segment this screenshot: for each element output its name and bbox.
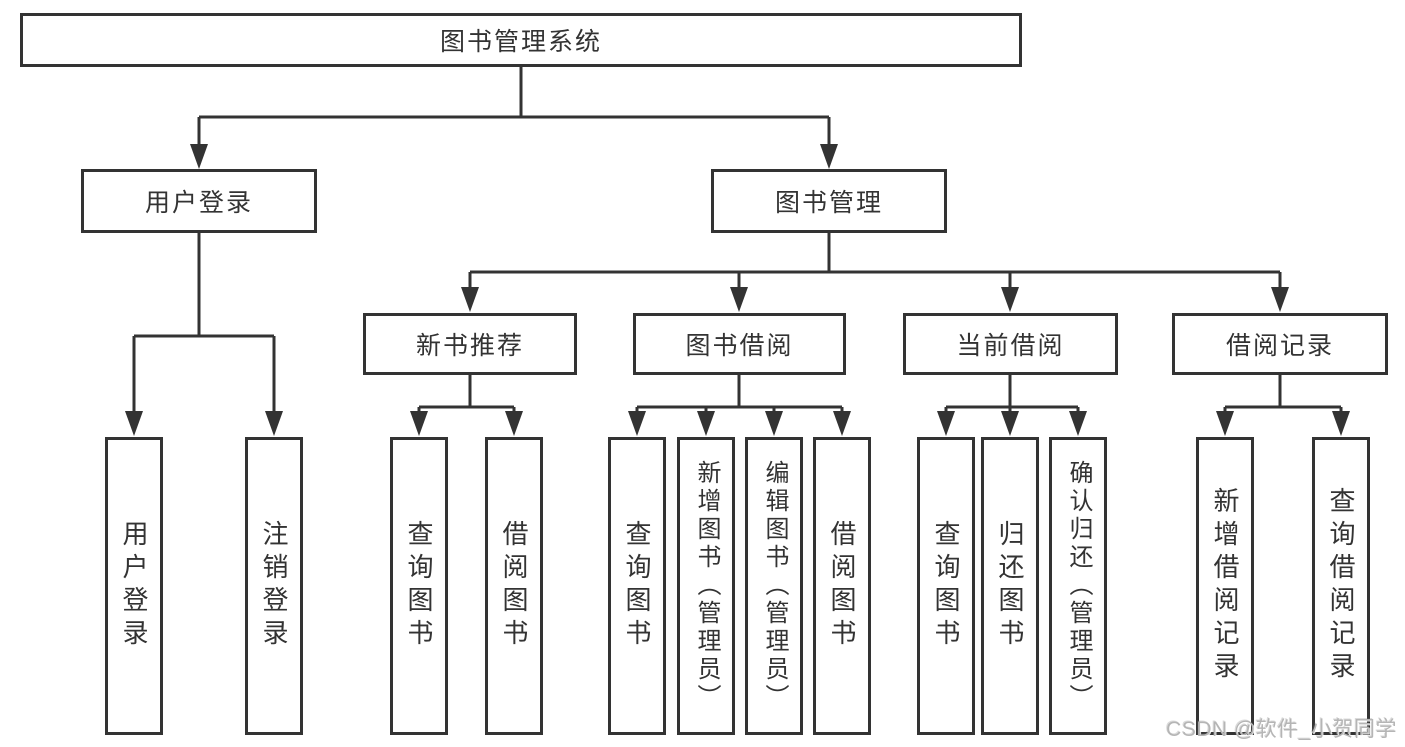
leaf-label: 确认归还（管理员） [1065,460,1092,712]
node-book-borrowing: 图书借阅 [633,313,846,375]
leaf-add-borrow-record: 新增借阅记录 [1196,437,1254,735]
leaf-add-books-admin: 新增图书（管理员） [677,437,735,735]
leaf-label: 查询图书 [404,520,434,652]
leaf-user-login: 用户登录 [105,437,163,735]
leaf-borrow-books-recommend: 借阅图书 [485,437,543,735]
node-label: 图书管理系统 [439,28,602,56]
leaf-label: 借阅图书 [827,520,857,652]
node-label: 当前借阅 [956,332,1065,360]
leaf-query-books-current: 查询图书 [917,437,975,735]
arrowheads [125,144,1350,436]
leaf-label: 查询图书 [622,520,652,652]
leaf-label: 编辑图书（管理员） [761,460,788,712]
node-new-book-recommend: 新书推荐 [363,313,577,375]
leaf-logout: 注销登录 [245,437,303,735]
node-label: 新书推荐 [415,332,524,360]
node-borrowing-records: 借阅记录 [1172,313,1388,375]
leaf-query-borrow-record: 查询借阅记录 [1312,437,1370,735]
leaf-edit-books-admin: 编辑图书（管理员） [745,437,803,735]
node-label: 借阅记录 [1225,332,1334,360]
leaf-return-books: 归还图书 [981,437,1039,735]
leaf-query-books-recommend: 查询图书 [390,437,448,735]
leaf-label: 新增图书（管理员） [693,460,720,712]
node-label: 用户登录 [144,189,253,217]
node-book-management: 图书管理 [711,169,947,233]
leaf-label: 归还图书 [995,520,1025,652]
node-label: 图书管理 [774,189,883,217]
leaf-label: 借阅图书 [499,520,529,652]
node-user-login: 用户登录 [81,169,317,233]
leaf-query-books-borrowing: 查询图书 [608,437,666,735]
leaf-label: 新增借阅记录 [1210,487,1240,685]
leaf-borrow-books-borrowing: 借阅图书 [813,437,871,735]
node-system-root: 图书管理系统 [20,13,1022,67]
node-label: 图书借阅 [685,332,794,360]
leaf-label: 注销登录 [259,520,289,652]
leaf-label: 用户登录 [119,520,149,652]
node-current-borrowing: 当前借阅 [903,313,1118,375]
leaf-label: 查询图书 [931,520,961,652]
leaf-label: 查询借阅记录 [1326,487,1356,685]
leaf-confirm-return-admin: 确认归还（管理员） [1049,437,1107,735]
